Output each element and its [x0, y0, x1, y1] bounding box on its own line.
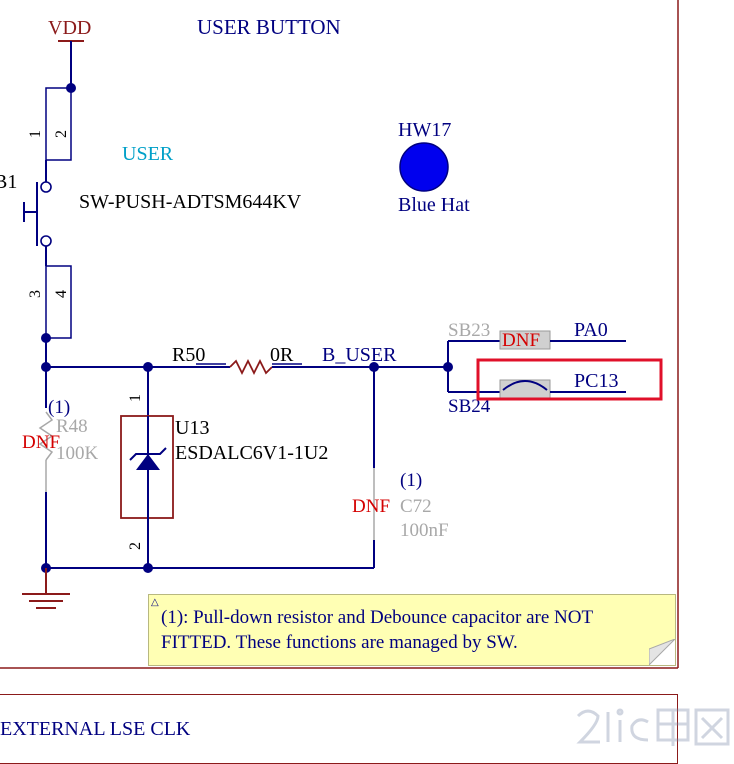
blue-hat-circle: [399, 142, 449, 192]
note-box: △ (1): Pull-down resistor and Debounce c…: [148, 594, 676, 666]
r48-zigzag: [38, 411, 54, 461]
button-pin-box-bottom: [45, 265, 72, 339]
note-fold-icon: [649, 639, 675, 665]
button-part-number: SW-PUSH-ADTSM644KV: [79, 191, 302, 213]
c72-dnf: DNF: [352, 496, 390, 517]
u13-diode-triangle: [136, 454, 160, 470]
button-net-label: USER: [122, 143, 174, 165]
watermark-logo-icon: [576, 708, 730, 746]
junction-gnd-esd: [143, 563, 153, 573]
hat-desc: Blue Hat: [398, 194, 470, 216]
diagram-title: USER BUTTON: [197, 15, 341, 39]
sb23-dnf: DNF: [502, 330, 540, 351]
button-ref: B1: [0, 171, 17, 193]
sb23-ref: SB23: [448, 320, 490, 341]
switch-contact-bottom: [40, 235, 52, 247]
r48-ref: R48: [56, 416, 88, 437]
note-text: (1): Pull-down resistor and Debounce cap…: [161, 607, 593, 653]
lse-section-title: EXTERNAL LSE CLK: [0, 718, 191, 740]
r50-zigzag: [229, 358, 273, 376]
pa0-label: PA0: [574, 319, 608, 341]
net-b-user: B_USER: [322, 344, 397, 366]
button-pin-1: 1: [27, 130, 44, 138]
u13-ref: U13: [175, 417, 209, 439]
u13-pin2: 2: [127, 542, 144, 550]
switch-contact-top: [40, 181, 52, 193]
u13-part: ESDALC6V1-1U2: [175, 442, 328, 464]
u13-pin1: 1: [127, 394, 144, 402]
vdd-label: VDD: [48, 17, 91, 39]
sb24-ref: SB24: [448, 396, 491, 417]
button-pin-2: 2: [53, 130, 70, 138]
c72-value: 100nF: [400, 520, 449, 541]
button-pin-4: 4: [53, 290, 70, 298]
u13-zener-bar: [129, 447, 167, 461]
c72-ref: C72: [400, 496, 432, 517]
pc13-label: PC13: [574, 370, 618, 392]
hat-ref: HW17: [398, 119, 451, 141]
r50-value: 0R: [270, 344, 294, 366]
button-pin-3: 3: [27, 290, 44, 298]
warning-icon: △: [151, 597, 159, 608]
r48-dnf: DNF: [22, 432, 60, 453]
pc13-highlight-box: [476, 358, 663, 401]
sb24-bridge-arc: [502, 380, 548, 391]
c72-mark: (1): [400, 470, 422, 491]
r50-ref: R50: [172, 344, 205, 366]
r48-value: 100K: [56, 443, 99, 464]
button-pin-box-top: [45, 87, 72, 161]
sb24-body: [499, 379, 551, 401]
r48-mark: (1): [48, 397, 70, 418]
